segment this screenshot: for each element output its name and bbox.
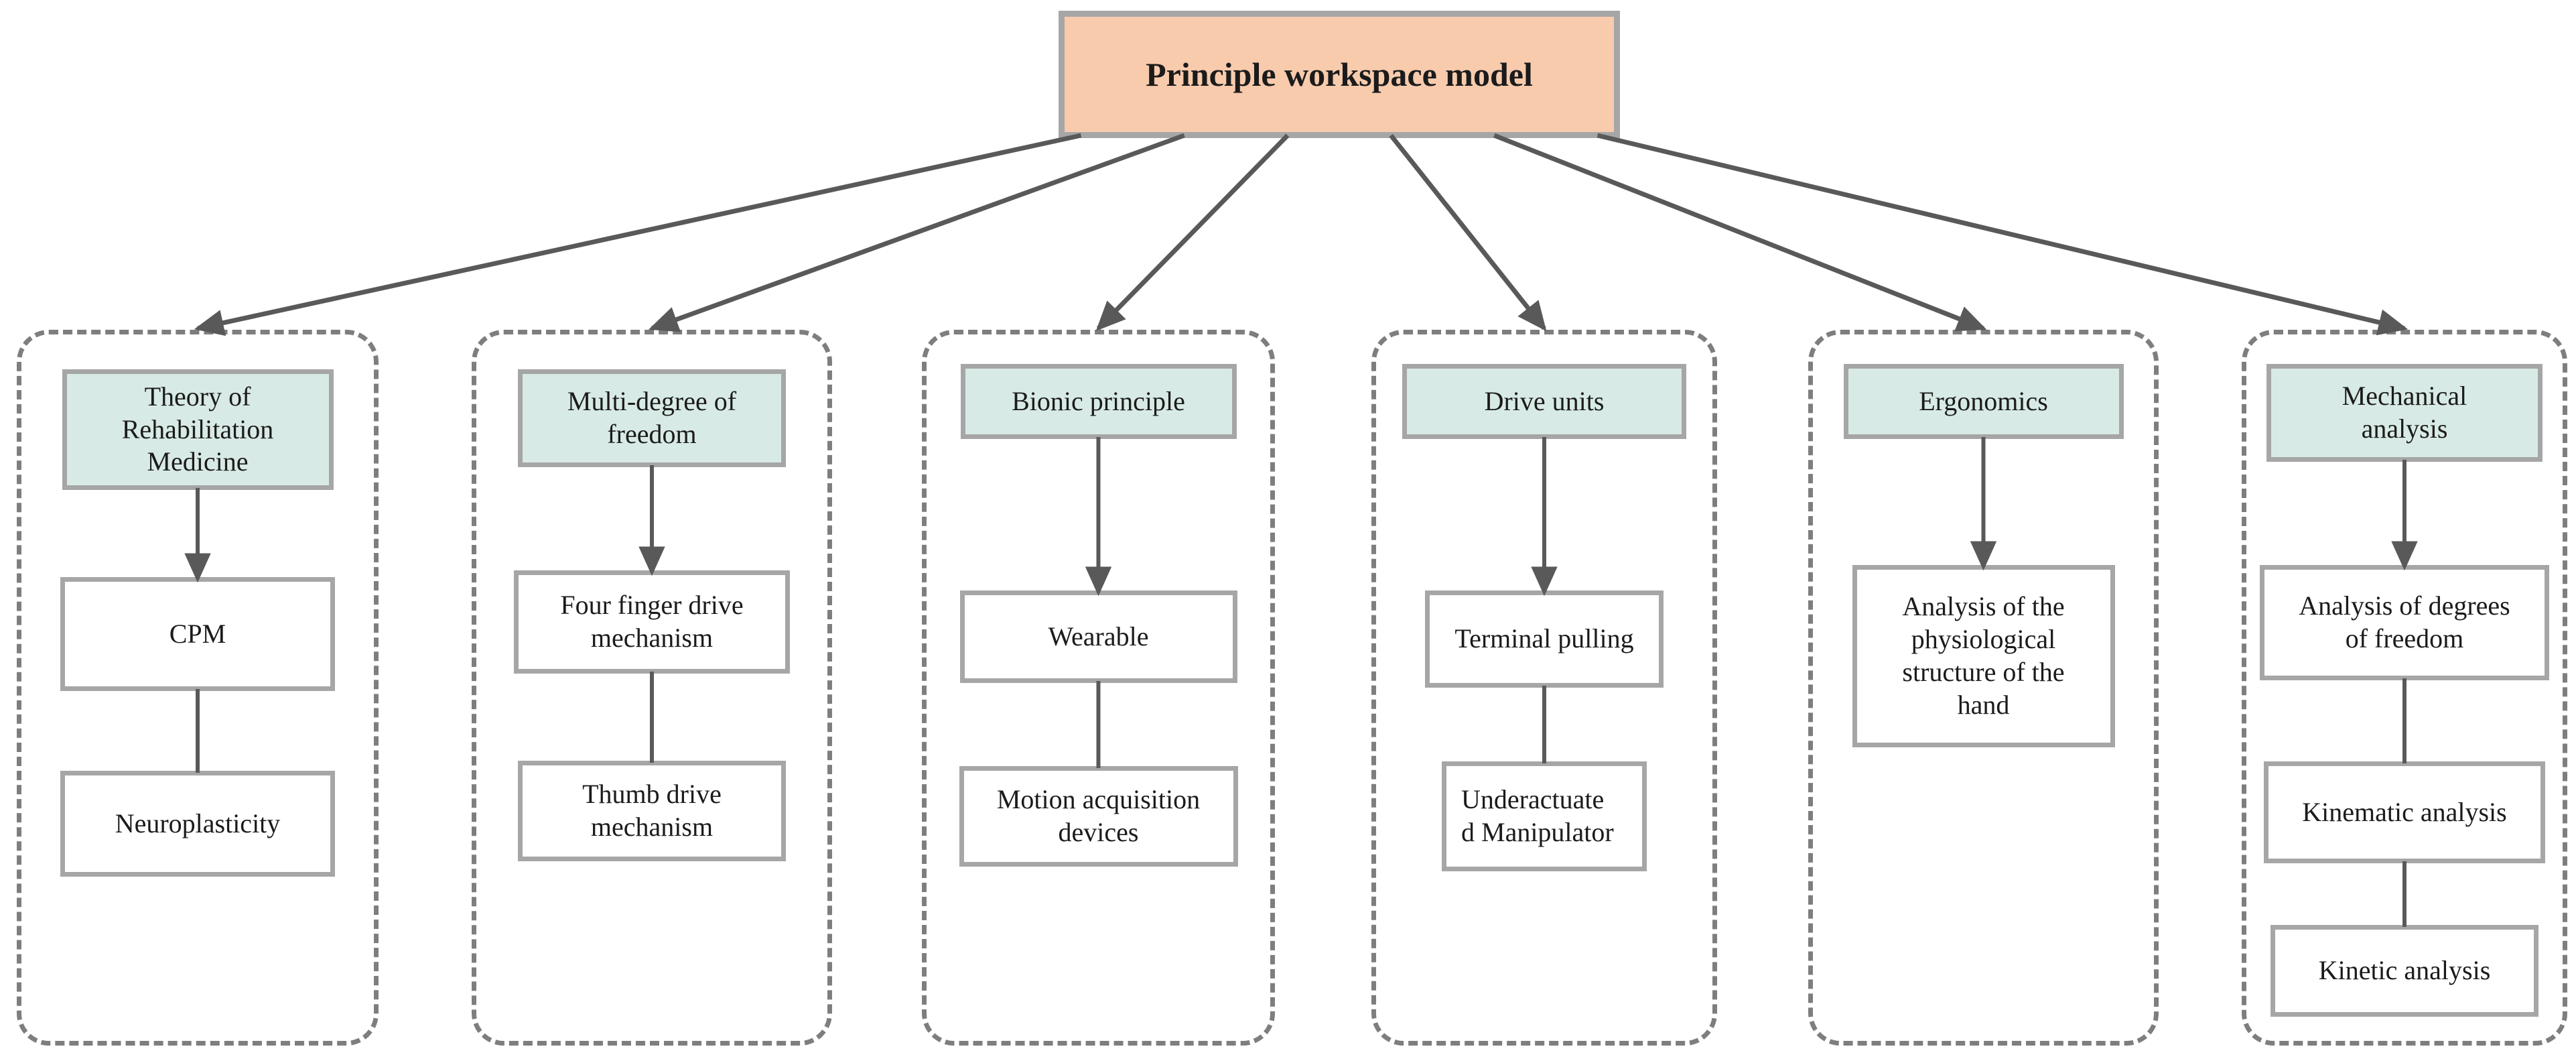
category-header-ergonomics: Ergonomics	[1843, 364, 2124, 439]
node-label: Neuroplasticity	[115, 808, 281, 838]
node-label: Motion acquisition devices	[996, 784, 1201, 847]
category-header-label: Bionic principle	[1012, 385, 1185, 416]
node-cpm: CPM	[60, 577, 335, 691]
node-label: Four finger drive mechanism	[560, 590, 744, 653]
node-label: Underactuate d Manipulator	[1461, 784, 1614, 847]
category-header-label: Ergonomics	[1919, 385, 2048, 416]
node-label: Kinetic analysis	[2318, 955, 2491, 986]
root-node-principle-workspace-model: Principle workspace model	[1059, 11, 1620, 138]
node-neuroplasticity: Neuroplasticity	[60, 771, 335, 877]
category-group-rehabilitation: Theory of Rehabilitation Medicine CPM Ne…	[17, 330, 379, 1046]
node-analysis-of-physiological-structure: Analysis of the physiological structure …	[1852, 565, 2115, 747]
node-label: Terminal pulling	[1454, 623, 1634, 654]
node-underactuated-manipulator: Underactuate d Manipulator	[1442, 761, 1647, 871]
node-wearable: Wearable	[959, 590, 1237, 683]
node-label: Thumb drive mechanism	[582, 779, 722, 842]
category-group-multi-degree-of-freedom: Multi-degree of freedom Four finger driv…	[472, 330, 832, 1046]
category-header-multi-degree-of-freedom: Multi-degree of freedom	[518, 369, 786, 467]
category-group-bionic-principle: Bionic principle Wearable Motion acquisi…	[922, 330, 1275, 1046]
node-label: Analysis of degrees of freedom	[2299, 590, 2510, 653]
category-group-drive-units: Drive units Terminal pulling Underactuat…	[1371, 330, 1717, 1046]
node-analysis-of-degrees-of-freedom: Analysis of degrees of freedom	[2260, 565, 2549, 680]
node-motion-acquisition-devices: Motion acquisition devices	[959, 766, 1238, 867]
node-label: Wearable	[1048, 621, 1149, 651]
node-label: Kinematic analysis	[2302, 796, 2507, 827]
node-four-finger-drive-mechanism: Four finger drive mechanism	[514, 570, 790, 674]
category-header-drive-units: Drive units	[1402, 364, 1686, 439]
category-header-label: Mechanical analysis	[2342, 381, 2467, 444]
node-label: CPM	[169, 618, 226, 649]
category-header-label: Drive units	[1484, 385, 1605, 416]
node-kinetic-analysis: Kinetic analysis	[2270, 925, 2538, 1017]
node-label: Analysis of the physiological structure …	[1902, 591, 2065, 720]
category-header-rehabilitation: Theory of Rehabilitation Medicine	[62, 369, 334, 490]
root-node-label: Principle workspace model	[1146, 56, 1533, 93]
node-terminal-pulling: Terminal pulling	[1425, 590, 1664, 688]
node-thumb-drive-mechanism: Thumb drive mechanism	[518, 761, 786, 861]
category-header-bionic-principle: Bionic principle	[960, 364, 1237, 439]
category-header-label: Multi-degree of freedom	[567, 386, 737, 449]
category-group-mechanical-analysis: Mechanical analysis Analysis of degrees …	[2242, 330, 2567, 1046]
category-group-ergonomics: Ergonomics Analysis of the physiological…	[1808, 330, 2159, 1046]
node-kinematic-analysis: Kinematic analysis	[2264, 761, 2545, 863]
category-header-label: Theory of Rehabilitation Medicine	[121, 381, 274, 477]
category-header-mechanical-analysis: Mechanical analysis	[2266, 364, 2543, 462]
